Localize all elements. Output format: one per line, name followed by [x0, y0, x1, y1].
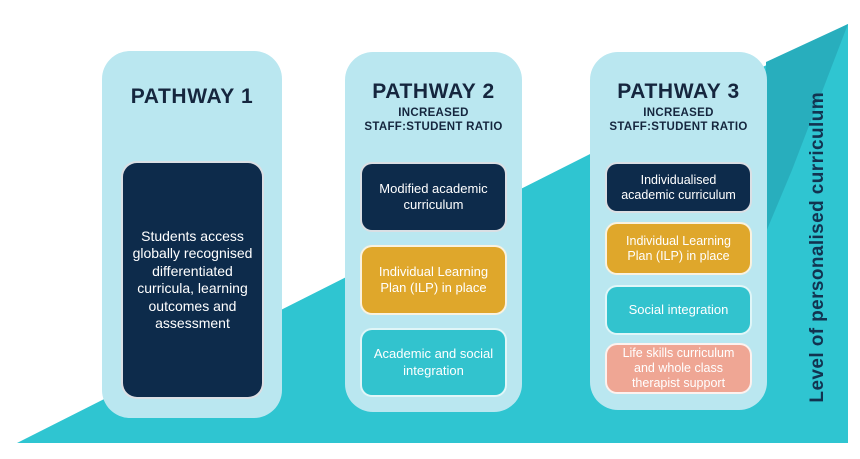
pathway-1-title: PATHWAY 1 — [130, 85, 254, 108]
pathway-2-subtitle-line2: STAFF:STUDENT RATIO — [364, 121, 503, 134]
pathway-3-box-social-integration: Social integration — [605, 285, 752, 335]
pathway-2-title: PATHWAY 2 — [372, 80, 495, 103]
pathway-2-box-modified-curriculum-label: Modified academic curriculum — [379, 180, 488, 212]
pathway-3-box-individualised-curriculum-label: Individualised academic curriculum — [621, 172, 736, 202]
pathway-2-card: PATHWAY 2 INCREASED STAFF:STUDENT RATIO … — [345, 52, 522, 412]
pathway-3-box-ilp-label: Individual Learning Plan (ILP) in place — [626, 233, 731, 263]
pathway-3-box-life-skills-label: Life skills curriculum and whole class t… — [622, 346, 735, 390]
ramp-fold-shade — [766, 24, 848, 232]
pathway-2-box-ilp-label: Individual Learning Plan (ILP) in place — [378, 263, 489, 295]
pathway-3-box-social-integration-label: Social integration — [628, 301, 729, 317]
ramp-axis-label-container: Level of personalised curriculum — [790, 0, 846, 459]
pathway-2-subtitle-line1: INCREASED — [398, 107, 469, 120]
pathway-3-box-individualised-curriculum: Individualised academic curriculum — [605, 162, 752, 213]
pathway-3-box-ilp: Individual Learning Plan (ILP) in place — [605, 222, 752, 275]
pathway-3-box-life-skills: Life skills curriculum and whole class t… — [605, 343, 752, 394]
ramp-axis-label: Level of personalised curriculum — [807, 92, 828, 403]
pathway-3-subtitle-line2: STAFF:STUDENT RATIO — [609, 121, 748, 134]
pathway-2-box-modified-curriculum: Modified academic curriculum — [360, 162, 507, 232]
pathway-2-box-ilp: Individual Learning Plan (ILP) in place — [360, 245, 507, 315]
pathway-1-box-curriculum: Students access globally recognised diff… — [121, 161, 264, 399]
pathway-3-subtitle-line1: INCREASED — [643, 107, 714, 120]
pathway-2-box-integration: Academic and social integration — [360, 328, 507, 397]
pathway-3-title: PATHWAY 3 — [617, 80, 740, 103]
pathway-1-box-curriculum-label: Students access globally recognised diff… — [132, 227, 253, 332]
pathway-3-card: PATHWAY 3 INCREASED STAFF:STUDENT RATIO … — [590, 52, 767, 410]
pathway-3-subtitle: INCREASED STAFF:STUDENT RATIO — [596, 106, 761, 134]
pathway-2-box-integration-label: Academic and social integration — [373, 346, 494, 378]
pathway-1-card: PATHWAY 1 Students access globally recog… — [102, 51, 282, 418]
pathway-2-subtitle: INCREASED STAFF:STUDENT RATIO — [351, 106, 516, 134]
